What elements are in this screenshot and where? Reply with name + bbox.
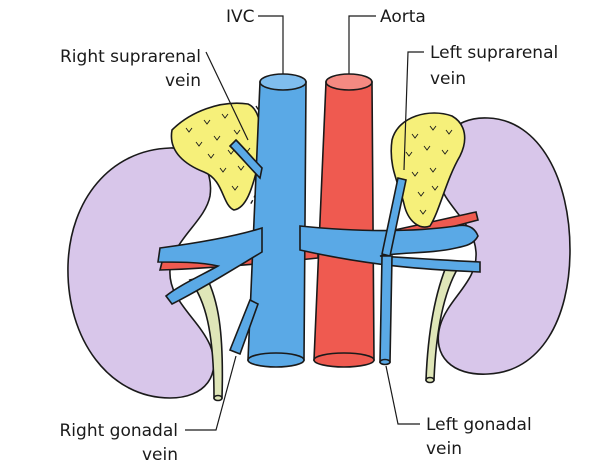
left-ureter-end <box>426 378 434 383</box>
right-ureter-end <box>214 396 222 401</box>
ivc-label: IVC <box>226 7 255 27</box>
left-suprarenal-gland <box>391 113 464 227</box>
left-suprarenal-label-line1: Left suprarenal <box>430 43 558 63</box>
aorta-bottom <box>314 353 374 367</box>
left-gonadal-label-line2: vein <box>426 439 462 459</box>
right-kidney <box>68 148 214 398</box>
aorta-vessel <box>314 82 374 360</box>
left-gonadal-vein-vessel <box>380 256 392 362</box>
ivc-leader <box>258 16 283 74</box>
left-gonadal-vein-end <box>380 360 390 365</box>
left-suprarenal-label-line2: vein <box>430 69 466 89</box>
aorta-top <box>326 74 372 90</box>
left-gonadal-leader <box>386 366 420 424</box>
ivc-bottom <box>248 353 304 367</box>
right-suprarenal-label-line1: Right suprarenal <box>60 47 201 67</box>
aorta-leader <box>349 16 376 74</box>
right-suprarenal-label-line2: vein <box>165 71 201 91</box>
left-gonadal-label-line1: Left gonadal <box>426 415 532 435</box>
right-gonadal-label-line1: Right gonadal <box>60 421 179 441</box>
ivc-top <box>260 74 306 90</box>
aorta-label: Aorta <box>380 7 426 27</box>
right-gonadal-label-line2: vein <box>142 445 178 465</box>
